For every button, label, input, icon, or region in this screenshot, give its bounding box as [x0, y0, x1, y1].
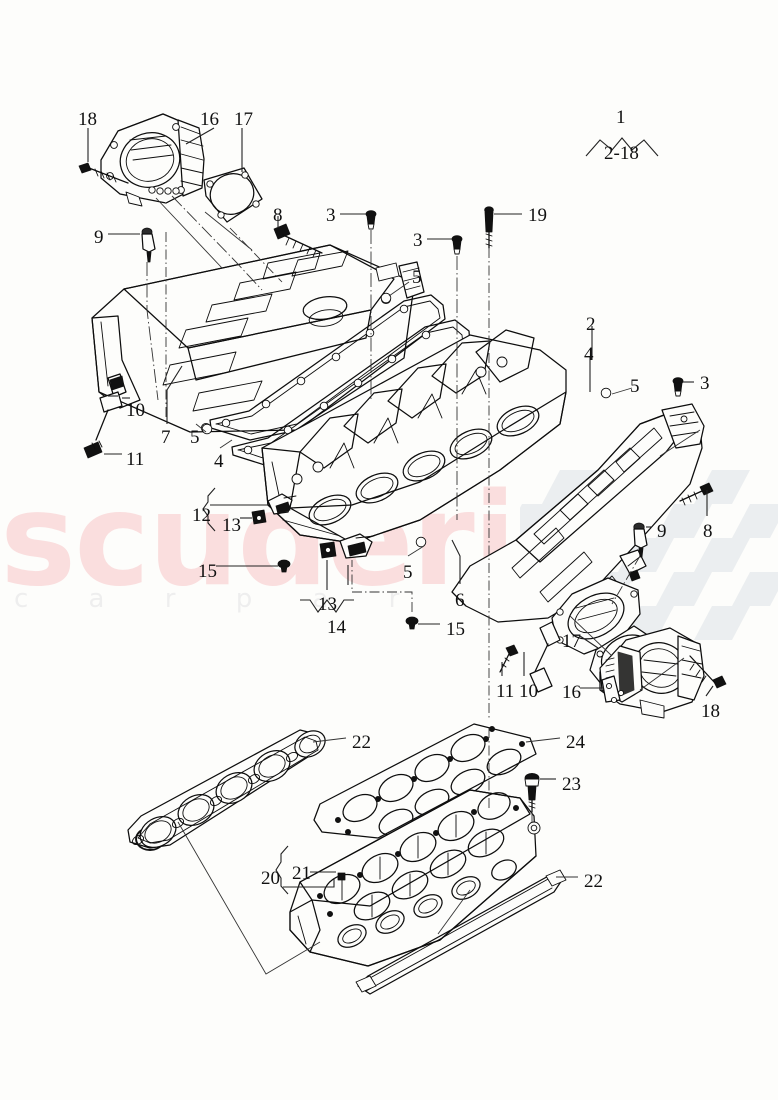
callout-number-7: 7: [161, 427, 171, 448]
callout-number-18: 18: [701, 701, 720, 722]
bolt-18-upper: [78, 162, 129, 184]
callout-number-14: 14: [327, 617, 346, 638]
leader-lines: [87, 127, 714, 975]
gasket-bead-5-d: [415, 536, 427, 548]
group-bracket-1: 1 2-18: [582, 108, 672, 168]
callout-number-2: 2: [586, 314, 596, 335]
group-bracket-shape: [585, 137, 659, 157]
callout-number-24: 24: [566, 732, 585, 753]
callout-number-5: 5: [403, 562, 413, 583]
clip-13-b: [319, 541, 337, 559]
callout-number-16: 16: [200, 109, 219, 130]
callout-number-10: 10: [519, 681, 538, 702]
callout-number-19: 19: [528, 205, 547, 226]
intake-manifold-2: [261, 329, 567, 544]
callout-number-20: 20: [261, 868, 280, 889]
parts-10-11-upper: [83, 373, 127, 459]
callout-number-11: 11: [126, 449, 145, 470]
callout-number-3: 3: [413, 230, 423, 251]
engine-cover-7: [91, 244, 425, 433]
callout-number-13: 13: [222, 515, 241, 536]
callout-number-5: 5: [190, 427, 200, 448]
callout-number-22: 22: [352, 732, 371, 753]
callout-number-8: 8: [273, 205, 283, 226]
parts-10-11-lower: [499, 621, 561, 693]
pin-21: [337, 872, 346, 881]
callout-number-11: 11: [496, 681, 515, 702]
callout-number-21: 21: [292, 863, 311, 884]
callout-number-12: 12: [192, 505, 211, 526]
clip-13-a: [251, 509, 267, 525]
callout-number-6: 6: [455, 590, 465, 611]
gasket-bead-5-c: [600, 387, 612, 399]
clip-14: [339, 533, 375, 559]
group-bottom-label: 2-18: [604, 143, 639, 164]
callout-number-4: 4: [584, 344, 594, 365]
callout-number-15: 15: [446, 619, 465, 640]
callout-number-9: 9: [657, 521, 667, 542]
throttle-body-upper-left: [100, 113, 205, 207]
gasket-17-upper: [203, 167, 263, 223]
group-top-label: 1: [616, 107, 626, 128]
fastener-3-c: [672, 377, 684, 397]
callout-number-5: 5: [630, 376, 640, 397]
callout-number-3: 3: [700, 373, 710, 394]
callout-number-15: 15: [198, 561, 217, 582]
fastener-3-b: [451, 235, 463, 255]
bolt-8-right: [679, 482, 714, 506]
fastener-15-b: [405, 616, 419, 630]
lower-manifold-20: [289, 789, 541, 967]
fastener-3-a: [365, 210, 377, 230]
bolt-18-lower: [689, 655, 727, 689]
seal-strip-22-lower: [355, 869, 567, 995]
clip-12: [267, 493, 297, 515]
callout-number-17: 17: [234, 109, 253, 130]
sensor-9-right: [627, 522, 648, 567]
throttle-body-lower-right: [599, 627, 705, 719]
callout-number-3: 3: [326, 205, 336, 226]
callout-number-10: 10: [126, 400, 145, 421]
gasket-22-upper: [127, 729, 326, 851]
callout-number-23: 23: [562, 774, 581, 795]
bolt-19: [484, 206, 494, 249]
callout-number-22: 22: [584, 871, 603, 892]
callout-number-4: 4: [214, 451, 224, 472]
callout-number-18: 18: [78, 109, 97, 130]
fastener-15-a: [277, 559, 291, 573]
callout-number-8: 8: [703, 521, 713, 542]
callout-number-5: 5: [412, 267, 422, 288]
sensor-9-upper: [141, 227, 156, 263]
bolt-23: [524, 773, 540, 813]
gasket-ring-upper-4: [200, 293, 446, 441]
callout-number-17: 17: [562, 631, 581, 652]
gasket-bead-5-a: [380, 292, 392, 304]
callout-number-13: 13: [318, 594, 337, 615]
callout-number-16: 16: [562, 682, 581, 703]
callout-number-9: 9: [94, 227, 104, 248]
gasket-bead-5-b: [201, 423, 213, 435]
